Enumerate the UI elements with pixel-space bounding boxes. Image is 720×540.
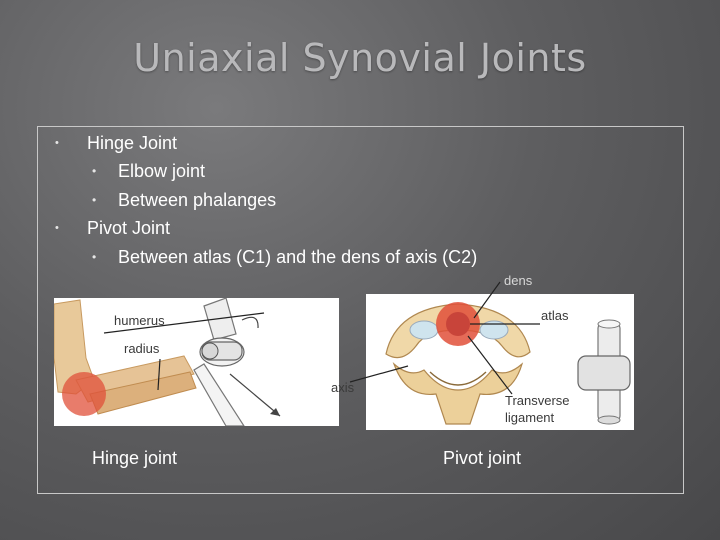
hinge-joint-figure: [53, 297, 339, 427]
hinge-model-illustration: [193, 297, 281, 427]
label-ligament: ligament: [505, 410, 555, 425]
caption-hinge-joint: Hinge joint: [92, 448, 178, 468]
caption-pivot-joint: Pivot joint: [443, 448, 522, 468]
label-humerus: humerus: [114, 313, 165, 328]
label-atlas: atlas: [541, 308, 569, 323]
content-frame: [37, 126, 684, 494]
atlas-axis-illustration: [385, 302, 631, 425]
dens: [446, 312, 470, 336]
pivot-joint-figure: [366, 294, 634, 430]
slide-title: Uniaxial Synovial Joints: [133, 36, 587, 80]
elbow-illustration: [53, 297, 281, 427]
label-transverse: Transverse: [505, 393, 570, 408]
pivot-model-illustration: [577, 319, 631, 425]
label-axis: axis: [331, 380, 355, 395]
label-radius: radius: [124, 341, 160, 356]
elbow-highlight: [62, 372, 106, 416]
axis-vertebra: [392, 362, 524, 425]
label-dens: dens: [504, 273, 533, 288]
